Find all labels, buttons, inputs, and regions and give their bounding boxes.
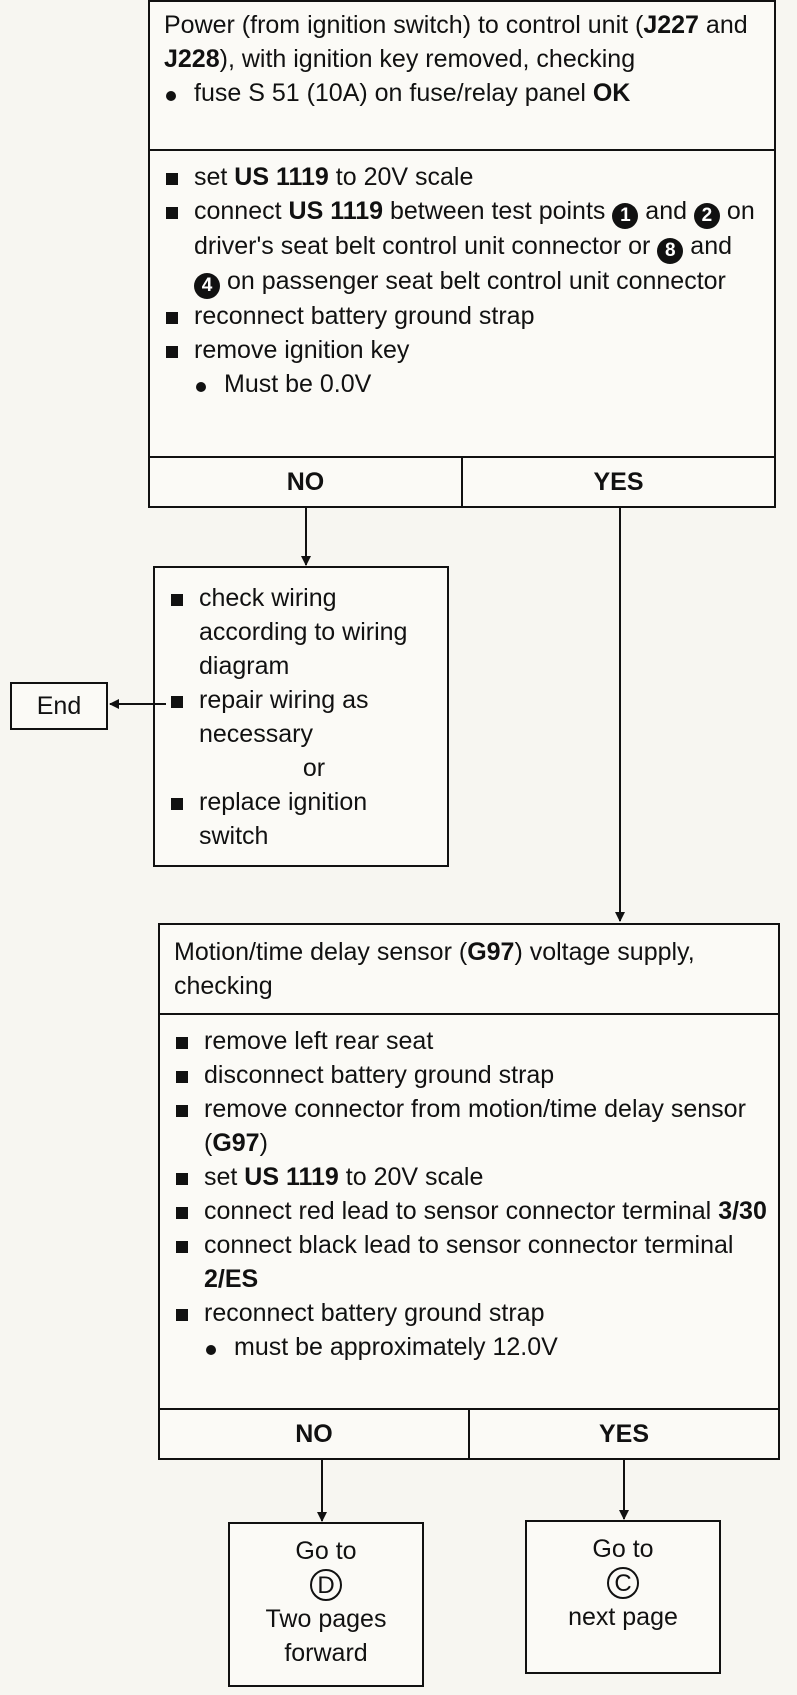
sensor-check-box: Motion/time delay sensor (G97) voltage s… (158, 923, 780, 1410)
repair-wiring-box: check wiring according to wiring diagram… (153, 566, 449, 867)
bullet-square-icon (174, 1092, 204, 1160)
bullet-square-icon (174, 1194, 204, 1228)
test-point-2-icon: 2 (693, 203, 720, 229)
test-point-4-icon: 4 (194, 273, 220, 299)
power-check-box: Power (from ignition switch) to control … (148, 0, 776, 458)
power-check-steps: set US 1119 to 20V scale connect US 1119… (150, 149, 774, 401)
step-check-wiring: check wiring according to wiring diagram (169, 581, 439, 683)
bullet-square-icon (169, 683, 199, 751)
go-to-label: Go to (295, 1537, 357, 1565)
step-repair-wiring: repair wiring as necessary (169, 683, 439, 751)
expected-reading-2: must be approximately 12.0V (174, 1330, 768, 1364)
bullet-square-icon (164, 299, 194, 333)
letter-d-circle-icon: D (310, 1569, 342, 1601)
step-connect-red-lead: connect red lead to sensor connector ter… (174, 1194, 768, 1228)
bullet-square-icon (164, 160, 194, 194)
step-reconnect-ground-2: reconnect battery ground strap (174, 1296, 768, 1330)
sensor-check-steps: remove left rear seat disconnect battery… (160, 1013, 778, 1364)
no-branch-label-2: NO (160, 1410, 470, 1458)
yes-branch-label-2: YES (598, 1420, 650, 1448)
bullet-dot-icon (164, 76, 194, 110)
bullet-dot-icon (194, 367, 224, 401)
or-label: or (302, 754, 326, 782)
bullet-square-icon (174, 1228, 204, 1296)
fuse-condition: fuse S 51 (10A) on fuse/relay panel OK (164, 76, 764, 110)
bullet-dot-icon (204, 1330, 234, 1364)
go-to-target: Two pages forward (265, 1605, 387, 1667)
step-remove-seat: remove left rear seat (174, 1024, 768, 1058)
go-to-target: next page (568, 1603, 678, 1631)
expected-reading: Must be 0.0V (164, 367, 764, 401)
step-connect-black-lead: connect black lead to sensor connector t… (174, 1228, 768, 1296)
power-check-title: Power (from ignition switch) to control … (164, 11, 748, 73)
go-to-c-box: Go to C next page (525, 1520, 721, 1674)
bullet-square-icon (174, 1296, 204, 1330)
step-disconnect-ground: disconnect battery ground strap (174, 1058, 768, 1092)
sensor-check-title: Motion/time delay sensor (G97) voltage s… (174, 938, 695, 1000)
power-check-result: NO YES (148, 458, 776, 508)
test-point-1-icon: 1 (612, 203, 639, 229)
step-set-meter-2: set US 1119 to 20V scale (174, 1160, 768, 1194)
step-replace-switch: replace ignition switch (169, 785, 439, 853)
bullet-square-icon (164, 333, 194, 367)
sensor-check-header: Motion/time delay sensor (G97) voltage s… (160, 925, 778, 1013)
test-point-8-icon: 8 (657, 238, 684, 264)
bullet-square-icon (164, 194, 194, 299)
go-to-label: Go to (592, 1535, 654, 1563)
go-to-d-box: Go to D Two pages forward (228, 1522, 424, 1687)
yes-branch-label: YES (593, 468, 644, 496)
sensor-check-result: NO YES (158, 1410, 780, 1460)
power-check-header: Power (from ignition switch) to control … (150, 2, 774, 149)
bullet-square-icon (174, 1024, 204, 1058)
step-remove-connector: remove connector from motion/time delay … (174, 1092, 768, 1160)
end-box: End (10, 682, 108, 730)
letter-c-circle-icon: C (607, 1567, 639, 1599)
no-branch-label: NO (150, 458, 463, 506)
bullet-square-icon (174, 1058, 204, 1092)
step-remove-key: remove ignition key (164, 333, 764, 367)
bullet-square-icon (169, 581, 199, 683)
step-connect-meter: connect US 1119 between test points 1 an… (164, 194, 764, 299)
step-reconnect-ground: reconnect battery ground strap (164, 299, 764, 333)
step-set-meter: set US 1119 to 20V scale (164, 160, 764, 194)
bullet-square-icon (174, 1160, 204, 1194)
end-label: End (36, 692, 82, 720)
bullet-square-icon (169, 785, 199, 853)
